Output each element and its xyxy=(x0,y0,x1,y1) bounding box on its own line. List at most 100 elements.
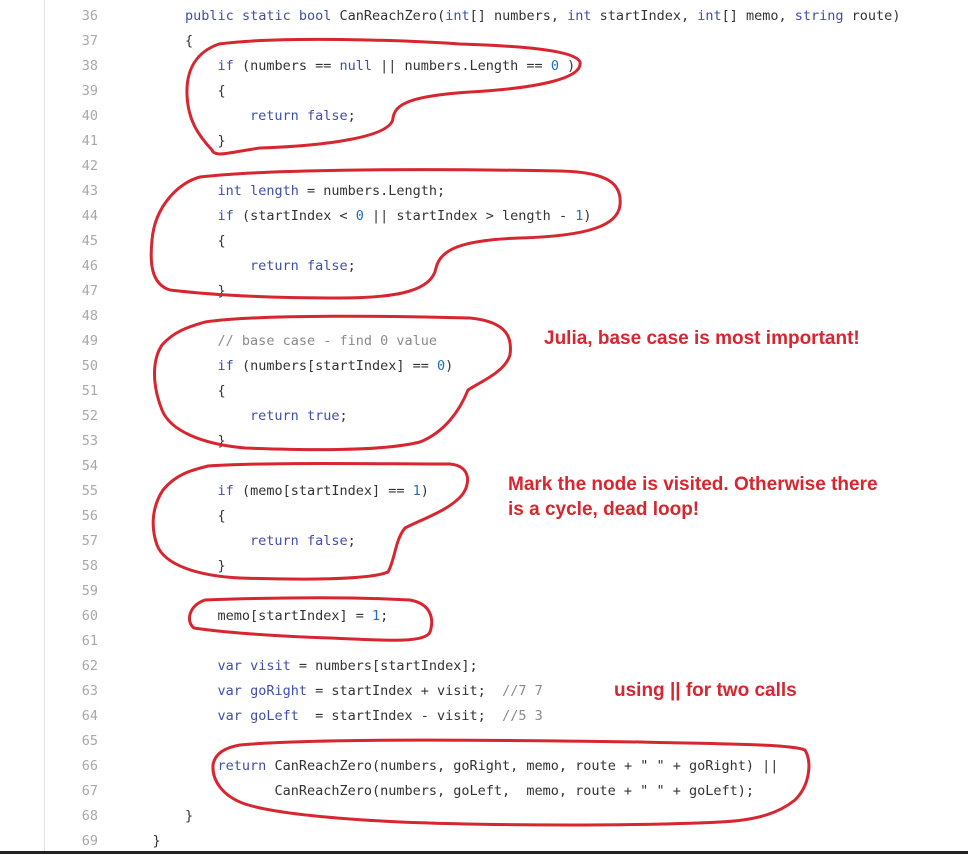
code-token: } xyxy=(152,833,161,849)
code-token: [] numbers, xyxy=(469,8,568,24)
code-token: ) xyxy=(583,208,592,224)
code-indent xyxy=(120,258,250,274)
code-token: { xyxy=(217,83,226,99)
code-line[interactable]: 56 { xyxy=(0,504,968,529)
code-indent xyxy=(120,533,250,549)
code-token: ; xyxy=(347,108,356,124)
code-token xyxy=(291,8,299,24)
code-line[interactable]: 60 memo[startIndex] = 1; xyxy=(0,604,968,629)
code-line[interactable]: 62 var visit = numbers[startIndex]; xyxy=(0,654,968,679)
line-number: 63 xyxy=(81,683,98,699)
code-text: var goLeft = startIndex - visit; //5 3 xyxy=(120,704,543,729)
code-indent xyxy=(120,8,185,24)
code-token: ; xyxy=(347,258,356,274)
code-indent xyxy=(120,383,218,399)
code-token: (startIndex < xyxy=(233,208,356,224)
code-token: = startIndex - visit; xyxy=(298,708,503,724)
code-indent xyxy=(120,283,218,299)
code-line[interactable]: 46 return false; xyxy=(0,254,968,279)
code-keyword: int xyxy=(445,8,470,24)
code-line[interactable]: 64 var goLeft = startIndex - visit; //5 … xyxy=(0,704,968,729)
code-line[interactable]: 47 } xyxy=(0,279,968,304)
code-token xyxy=(299,108,307,124)
code-line[interactable]: 66 return CanReachZero(numbers, goRight,… xyxy=(0,754,968,779)
code-line[interactable]: 57 return false; xyxy=(0,529,968,554)
code-line[interactable]: 59 xyxy=(0,579,968,604)
code-indent xyxy=(120,83,218,99)
code-keyword: return xyxy=(250,408,299,424)
code-indent xyxy=(120,708,218,724)
code-token: = numbers.Length; xyxy=(298,183,446,199)
line-number: 55 xyxy=(81,483,98,499)
code-text: { xyxy=(120,79,226,104)
code-indent xyxy=(120,183,218,199)
code-indent xyxy=(120,333,218,349)
annotation-two-calls: using || for two calls xyxy=(614,680,797,701)
code-line[interactable]: 53 } xyxy=(0,429,968,454)
code-line[interactable]: 43 int length = numbers.Length; xyxy=(0,179,968,204)
code-keyword: false xyxy=(306,108,348,124)
code-token: [] memo, xyxy=(721,8,795,24)
code-indent xyxy=(120,683,218,699)
code-keyword: true xyxy=(306,408,340,424)
code-line[interactable]: 39 { xyxy=(0,79,968,104)
code-line[interactable]: 67 CanReachZero(numbers, goLeft, memo, r… xyxy=(0,779,968,804)
code-comment: // base case - find 0 value xyxy=(217,333,437,349)
code-line[interactable]: 41 } xyxy=(0,129,968,154)
code-line[interactable]: 69 } xyxy=(0,829,968,854)
code-line[interactable]: 38 if (numbers == null || numbers.Length… xyxy=(0,54,968,79)
code-token: CanReachZero(numbers, goLeft, memo, rout… xyxy=(274,783,754,799)
code-line[interactable]: 51 { xyxy=(0,379,968,404)
code-text: return false; xyxy=(120,104,356,129)
code-token: ; xyxy=(380,608,389,624)
code-text: return false; xyxy=(120,529,356,554)
code-token: } xyxy=(217,133,226,149)
code-token: || startIndex > length - xyxy=(363,208,576,224)
line-number: 59 xyxy=(81,583,98,599)
code-line[interactable]: 52 return true; xyxy=(0,404,968,429)
line-number: 50 xyxy=(81,358,98,374)
code-token: (numbers == xyxy=(233,58,340,74)
line-number: 53 xyxy=(81,433,98,449)
code-text: } xyxy=(120,129,226,154)
code-line[interactable]: 48 xyxy=(0,304,968,329)
code-text: } xyxy=(120,429,226,454)
code-line[interactable]: 36 public static bool CanReachZero(int[]… xyxy=(0,4,968,29)
code-token: = numbers[startIndex]; xyxy=(290,658,478,674)
code-text: if (startIndex < 0 || startIndex > lengt… xyxy=(120,204,592,229)
code-line[interactable]: 68 } xyxy=(0,804,968,829)
code-text: memo[startIndex] = 1; xyxy=(120,604,389,629)
code-line[interactable]: 65 xyxy=(0,729,968,754)
code-indent xyxy=(120,58,218,74)
code-token: } xyxy=(217,558,226,574)
line-number: 51 xyxy=(81,383,98,399)
code-line[interactable]: 45 { xyxy=(0,229,968,254)
line-number: 61 xyxy=(81,633,98,649)
code-keyword: false xyxy=(306,533,348,549)
code-keyword: var xyxy=(217,683,242,699)
code-token: CanReachZero(numbers, goRight, memo, rou… xyxy=(266,758,779,774)
code-line[interactable]: 58 } xyxy=(0,554,968,579)
code-keyword: goRight xyxy=(250,683,307,699)
code-indent xyxy=(120,783,274,799)
code-token: } xyxy=(217,433,226,449)
code-token: startIndex, xyxy=(591,8,698,24)
code-text: } xyxy=(120,829,161,854)
code-line[interactable]: 40 return false; xyxy=(0,104,968,129)
code-indent xyxy=(120,408,250,424)
code-line[interactable]: 44 if (startIndex < 0 || startIndex > le… xyxy=(0,204,968,229)
code-line[interactable]: 61 xyxy=(0,629,968,654)
code-line[interactable]: 37 { xyxy=(0,29,968,54)
code-line[interactable]: 50 if (numbers[startIndex] == 0) xyxy=(0,354,968,379)
code-token xyxy=(242,683,250,699)
code-text: if (numbers == null || numbers.Length ==… xyxy=(120,54,576,79)
code-line[interactable]: 42 xyxy=(0,154,968,179)
code-token: ) xyxy=(420,483,429,499)
code-keyword: int xyxy=(217,183,242,199)
code-keyword: string xyxy=(794,8,844,24)
code-token xyxy=(299,408,307,424)
code-keyword: null xyxy=(339,58,372,74)
code-line[interactable]: 54 xyxy=(0,454,968,479)
code-line[interactable]: 63 var goRight = startIndex + visit; //7… xyxy=(0,679,968,704)
line-number: 57 xyxy=(81,533,98,549)
